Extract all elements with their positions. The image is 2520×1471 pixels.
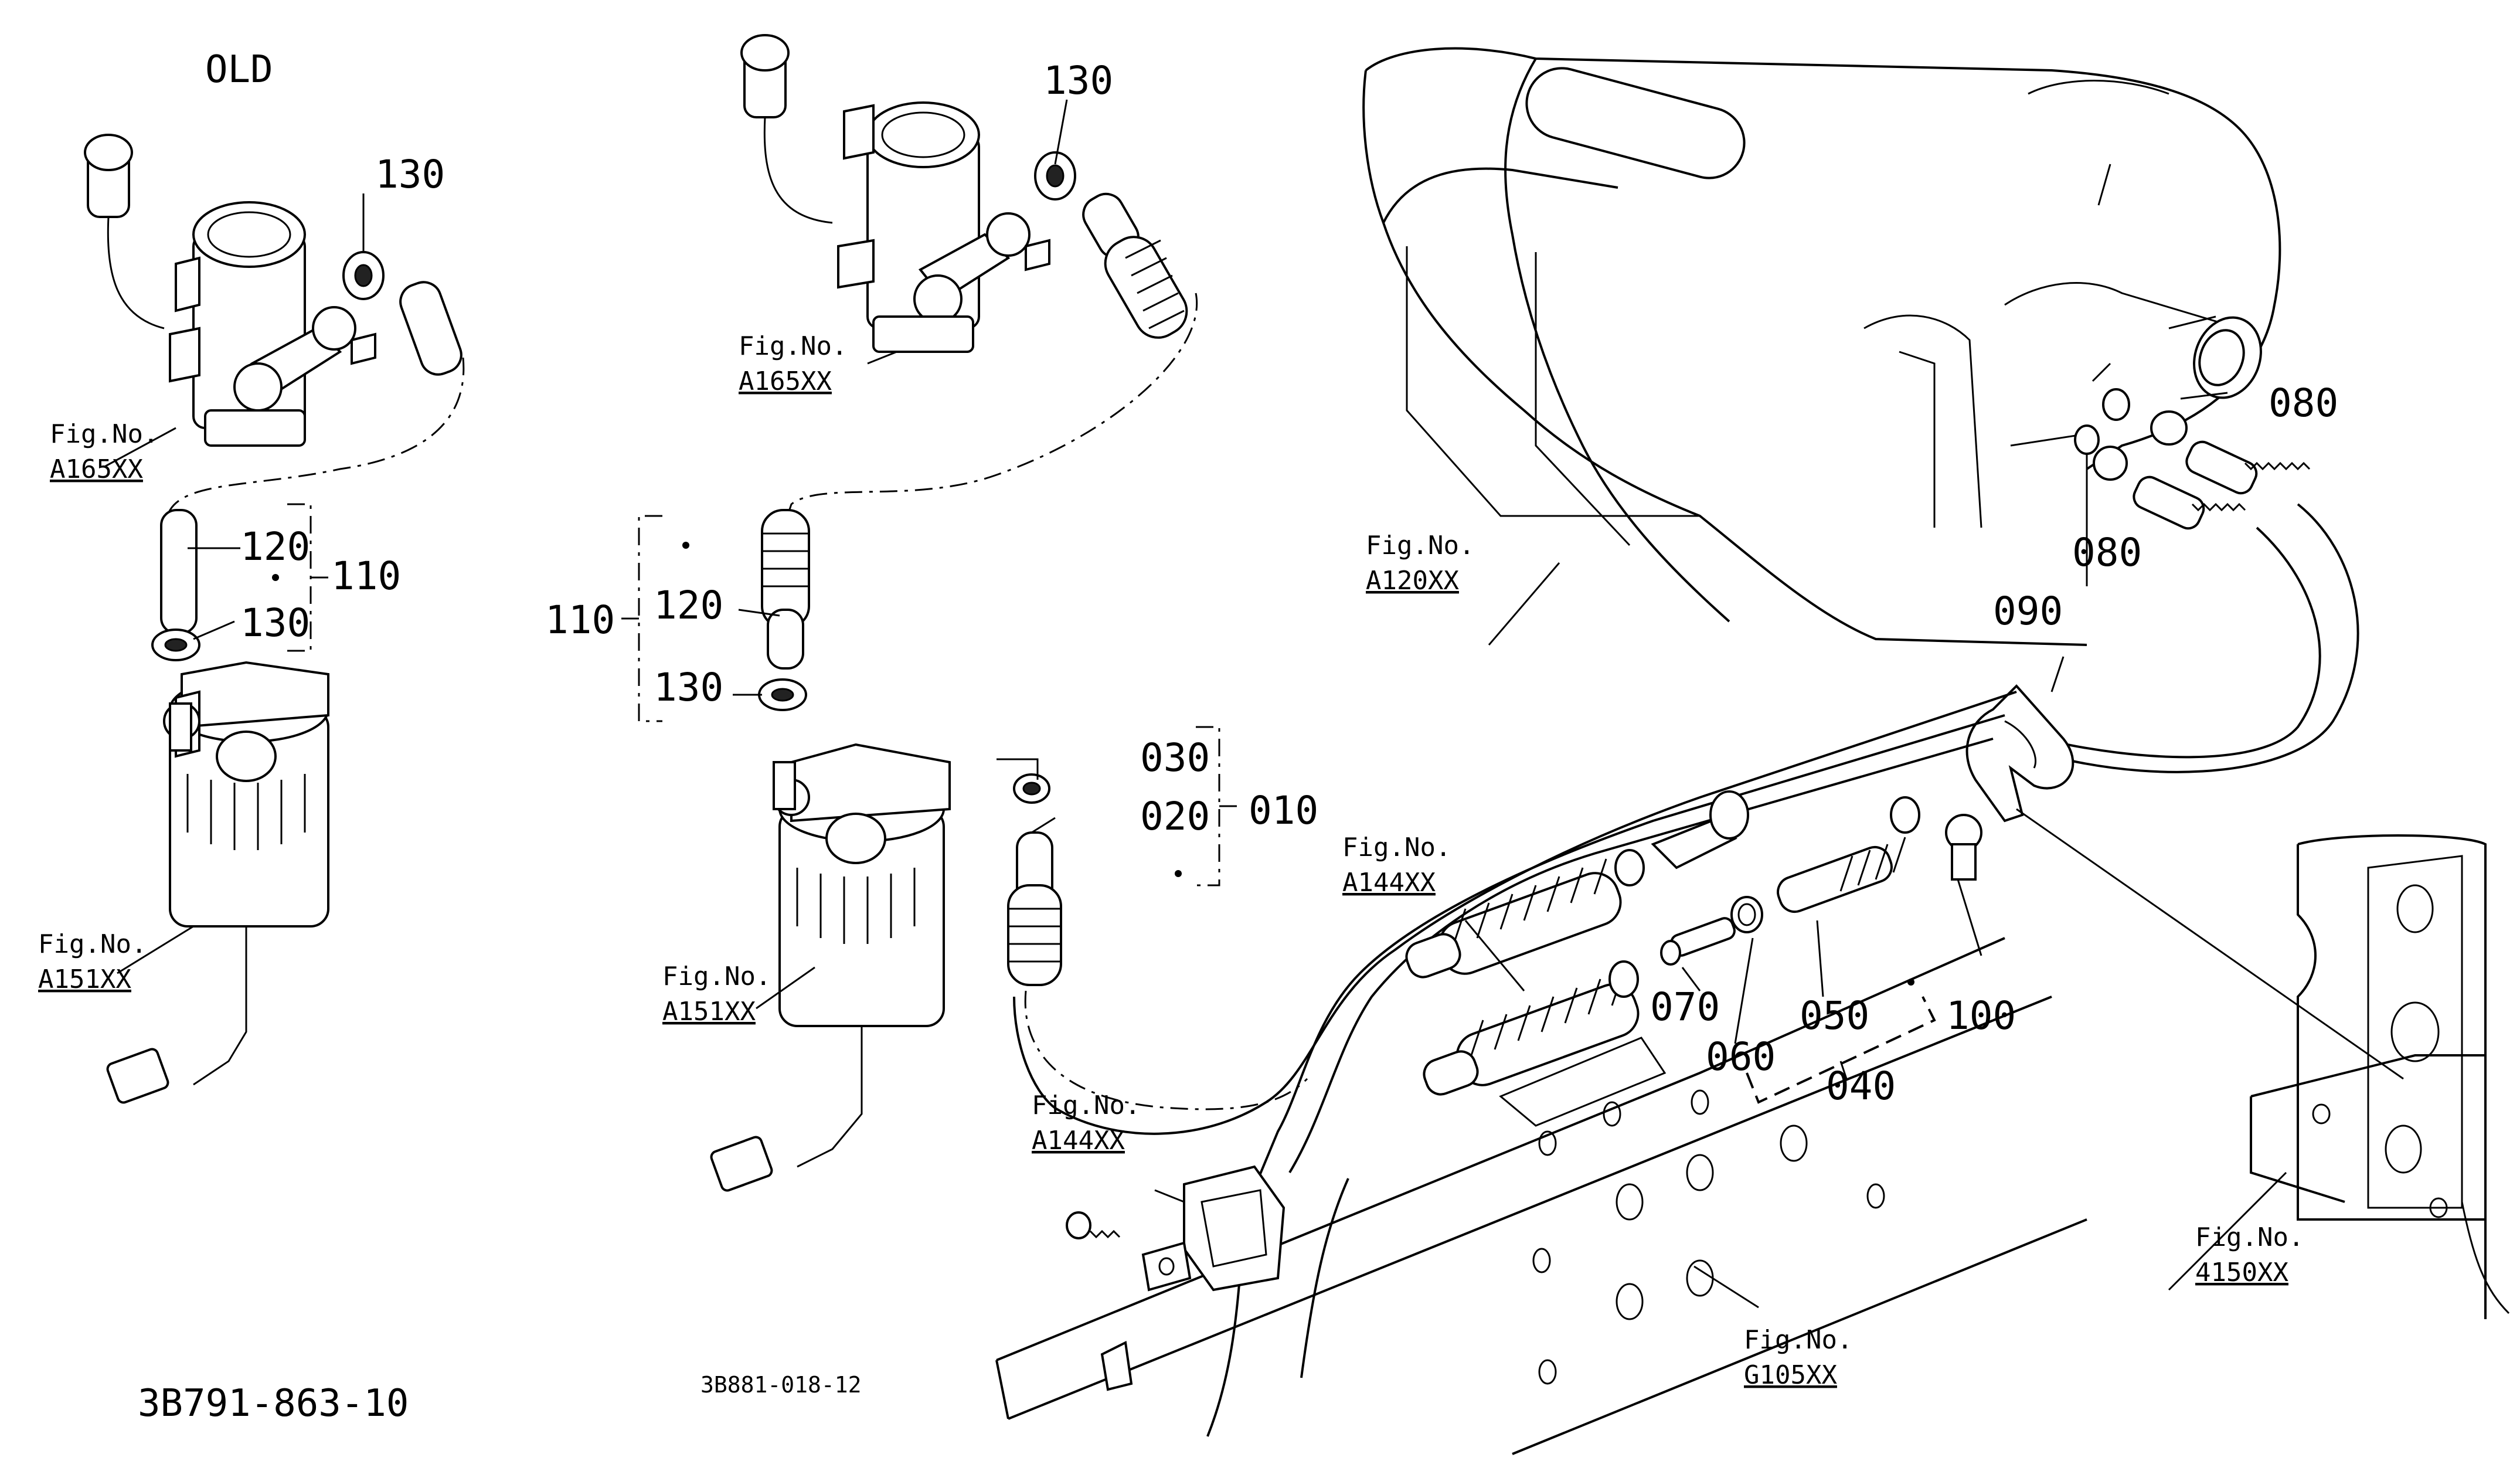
- bolt-bracket: [1066, 1211, 1121, 1239]
- fitting-080-upper[interactable]: [2102, 388, 2311, 497]
- fig-label-4150: Fig.No.: [2195, 1222, 2304, 1252]
- part-130-new-top[interactable]: 130: [1043, 58, 1113, 103]
- fig-label-a120: Fig.No.: [1366, 531, 1474, 560]
- fig-label-a144-lower: Fig.No.: [1032, 1090, 1140, 1120]
- clamp-030[interactable]: [1013, 773, 1050, 804]
- fig-ref-a144-upper[interactable]: A144XX: [1342, 868, 1436, 898]
- corrugated-hose-lower: [1423, 960, 1640, 1096]
- hose-120-old-top[interactable]: [396, 277, 467, 379]
- kit-040: [1660, 796, 1982, 966]
- pipe-070[interactable]: [1660, 916, 1737, 966]
- fig-label-a165-old: Fig.No.: [50, 419, 158, 449]
- part-030[interactable]: 030: [1140, 735, 1210, 780]
- fig-ref-a151-new[interactable]: A151XX: [662, 997, 756, 1027]
- part-050[interactable]: 050: [1800, 993, 1869, 1038]
- fuel-tank: [1362, 47, 2281, 646]
- fig-ref-a165-old[interactable]: A165XX: [50, 454, 143, 484]
- clamp-130-old-top[interactable]: [342, 251, 385, 300]
- hose-bracket: [1066, 1165, 1285, 1391]
- fig-ref-a120[interactable]: A120XX: [1366, 566, 1459, 596]
- clamp-130-old-mid[interactable]: [151, 629, 200, 661]
- fuel-pipes: [1013, 691, 2017, 1437]
- fuel-pump-old: [84, 134, 376, 447]
- bracket-040: [1746, 996, 1936, 1104]
- bolt-100[interactable]: [1945, 814, 1982, 881]
- hose-120-old[interactable]: [160, 509, 198, 634]
- header-old-label: OLD: [205, 48, 273, 91]
- hose-clamp-090[interactable]: [1965, 684, 2075, 823]
- new-assembly: [621, 34, 1308, 1192]
- fig-label-g105: Fig.No.: [1744, 1325, 1852, 1355]
- corrugated-hose-upper: [1405, 790, 1749, 979]
- fitting-080-lower[interactable]: [2074, 424, 2246, 532]
- part-090[interactable]: 090: [1993, 589, 2063, 634]
- part-070[interactable]: 070: [1650, 984, 1720, 1030]
- part-080-bottom[interactable]: 080: [2072, 530, 2142, 575]
- part-130-old-top[interactable]: 130: [375, 152, 445, 197]
- hose-120-new-top[interactable]: [1077, 188, 1195, 346]
- drawing-code-left: 3B791-863-10: [138, 1382, 409, 1425]
- fuel-filter-new: [710, 743, 951, 1192]
- part-060[interactable]: 060: [1706, 1034, 1776, 1079]
- part-100[interactable]: 100: [1946, 993, 2016, 1038]
- fig-label-a151-old: Fig.No.: [38, 929, 147, 959]
- fuel-pump-new: [740, 34, 1050, 353]
- engine-block: [2250, 834, 2510, 1319]
- fig-ref-g105[interactable]: G105XX: [1744, 1360, 1837, 1390]
- old-assembly: [84, 134, 467, 1104]
- part-010[interactable]: 010: [1249, 788, 1318, 833]
- clamp-130-new-mid[interactable]: [758, 678, 807, 711]
- fig-ref-4150[interactable]: 4150XX: [2195, 1258, 2288, 1287]
- hose-050[interactable]: [1774, 796, 1920, 916]
- part-120-old[interactable]: 120: [240, 524, 310, 569]
- fig-label-a151-new: Fig.No.: [662, 962, 771, 991]
- fig-label-a165-new: Fig.No.: [739, 331, 847, 361]
- tank-return-hoses: [2016, 388, 2359, 773]
- part-020[interactable]: 020: [1140, 794, 1210, 839]
- part-080-top[interactable]: 080: [2269, 381, 2338, 426]
- clamp-060[interactable]: [1730, 896, 1763, 933]
- part-040[interactable]: 040: [1826, 1064, 1896, 1109]
- clamp-130-new-top[interactable]: [1034, 151, 1076, 201]
- fig-ref-a151-old[interactable]: A151XX: [38, 964, 131, 994]
- hose-120-new[interactable]: [761, 509, 810, 670]
- part-130-old-mid[interactable]: 130: [240, 600, 310, 646]
- part-110-old[interactable]: 110: [331, 553, 401, 599]
- part-130-new-mid[interactable]: 130: [654, 665, 723, 710]
- part-120-new[interactable]: 120: [654, 583, 723, 628]
- fig-ref-a144-lower[interactable]: A144XX: [1032, 1126, 1125, 1156]
- drawing-code-center: 3B881-018-12: [700, 1372, 862, 1398]
- hose-020[interactable]: [1007, 831, 1062, 986]
- fig-ref-a165-new[interactable]: A165XX: [739, 366, 832, 396]
- fig-label-a144-upper: Fig.No.: [1342, 833, 1451, 862]
- part-110-new[interactable]: 110: [545, 597, 615, 643]
- fuel-filter-old: [106, 661, 329, 1104]
